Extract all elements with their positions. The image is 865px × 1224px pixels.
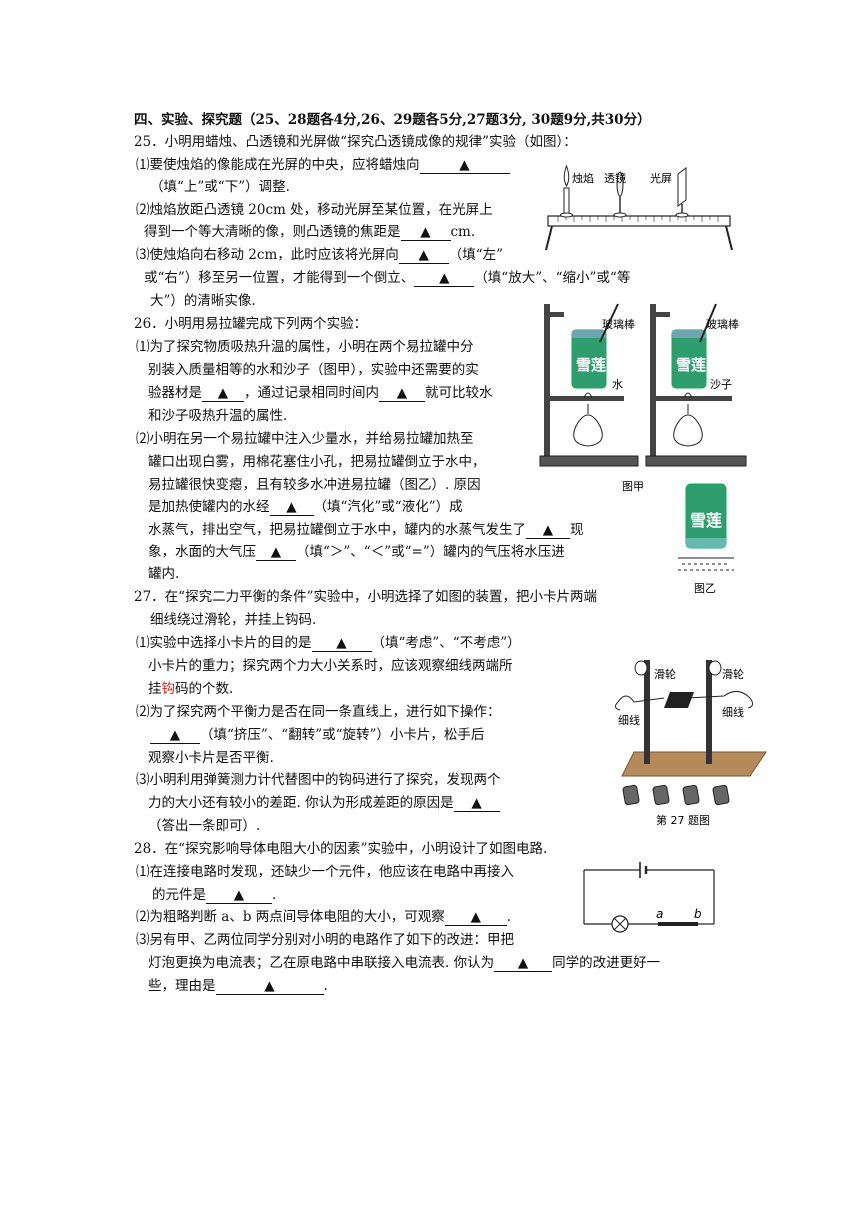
answer-blank[interactable]: ▲ [256,544,296,561]
q26-part2-line1: ⑵小明在另一个易拉罐中注入少量水，并给易拉罐加热至 [136,431,474,447]
rod-label-left: 玻璃棒 [602,317,635,331]
q28-part1-line2: 的元件是▲. [152,887,277,904]
answer-blank[interactable]: ▲ [526,522,570,539]
section-title: 四、实验、探究题（25、28题各4分,26、29题各5分,27题3分, 30题9… [134,112,651,128]
pulley-left-label: 滑轮 [654,667,676,681]
q26-part2-line5: 水蒸气，排出空气，把易拉罐倒立于水中，罐内的水蒸气发生了▲现 [148,522,584,539]
string-left-label: 细线 [618,713,640,727]
can-label-left: 雪莲 [576,356,606,374]
q26-part2-line6: 象，水面的大气压▲（填“＞”、“＜”或“=”）罐内的气压将水压进 [148,544,565,561]
q26-part1-line2: 别装入质量相等的水和沙子（图甲），实验中还需要的实 [148,362,479,378]
rod-label-right: 玻璃棒 [706,317,739,331]
two-force-balance-figure: 滑轮 滑轮 细线 细线 第 27 题图 [614,660,767,827]
answer-blank[interactable]: ▲ [202,385,244,402]
q28-part3-line1: ⑶另有甲、乙两位同学分别对小明的电路作了如下的改进：甲把 [136,932,514,948]
q26-part1-line1: ⑴为了探究物质吸热升温的属性，小明在两个易拉罐中分 [136,339,474,355]
answer-blank[interactable]: ▲ [379,385,425,402]
answer-blank[interactable]: ▲ [419,157,510,174]
pulley-right-icon [708,660,722,676]
candle-label: 烛焰 [572,171,594,185]
answer-blank[interactable]: ▲ [206,887,272,904]
q27-stem-line2: 细线绕过滑轮，并挂上钩码. [150,612,317,628]
figure-a-caption: 图甲 [622,480,644,493]
q27-part2-line3: 观察小卡片是否平衡. [148,750,274,766]
lens-label: 透镜 [604,171,626,185]
q25-part3-line2: 或“右”）移至另一位置，才能得到一个倒立、▲（填“放大”、“缩小”或“等 [144,270,631,287]
sand-label: 沙子 [710,378,732,391]
answer-blank[interactable]: ▲ [414,270,475,287]
q26-part1-line4: 和沙子吸热升温的属性. [148,408,288,424]
q25-part3-line3: 大”）的清晰实像. [150,293,256,309]
q27-part1-line2: 小卡片的重力；探究两个力大小关系时，应该观察细线两端所 [148,658,513,674]
q26-part2-line7: 罐内. [148,566,180,582]
answer-blank[interactable]: ▲ [444,909,507,926]
answer-blank[interactable]: ▲ [494,955,553,972]
q28-part1-line1: ⑴在连接电路时发现，还缺少一个元件，他应该在电路中再接入 [136,864,514,880]
q27-part3-line1: ⑶小明利用弹簧测力计代替图中的钩码进行了探究，发现两个 [136,772,501,788]
can-label-b: 雪莲 [690,511,722,530]
q28-part3-line3: 些，理由是▲. [148,978,328,995]
water-label: 水 [612,378,623,391]
screen-label: 光屏 [650,171,672,185]
can-label-right: 雪莲 [676,356,706,374]
small-card-icon [664,692,694,708]
figure-b-caption: 图乙 [694,582,716,595]
answer-blank[interactable]: ▲ [311,635,372,652]
q27-part3-line3: （答出一条即可）. [148,818,261,834]
q27-part1-line1: ⑴实验中选择小卡片的目的是▲（填“考虑”、“不考虑”） [136,635,521,652]
bulb-icon [611,915,629,933]
q25-stem: 25．小明用蜡烛、凸透镜和光屏做“探究凸透镜成像的规律”实验（如图）： [134,134,577,150]
candle-icon [560,164,573,218]
answer-blank[interactable]: ▲ [400,224,451,241]
q28-part2-line1: ⑵为粗略判断 a、b 两点间导体电阻的大小，可观察▲. [136,909,512,926]
answer-blank[interactable]: ▲ [150,727,200,744]
inverted-can-figure: 雪莲 图乙 [678,483,734,595]
conductor-ab [658,922,698,926]
answer-blank[interactable]: ▲ [269,499,314,516]
q27-stem-line1: 27．在“探究二力平衡的条件”实验中，小明选择了如图的装置，把小卡片两端 [134,589,597,605]
hook-weights-icon [622,784,730,806]
circuit-figure: a b [583,862,715,933]
lens-icon [613,171,627,218]
point-a-label: a [656,907,663,921]
q27-figure-caption: 第 27 题图 [656,813,710,827]
optical-bench-figure: 烛焰 透镜 光屏 [545,164,733,251]
q27-part3-line2: 力的大小还有较小的差距. 你认为形成差距的原因是▲ [148,793,500,813]
answer-blank[interactable]: ▲ [453,795,500,812]
screen-icon [675,167,689,218]
bench-rail [545,215,733,251]
q26-stem: 26．小明用易拉罐完成下列两个实验： [134,316,368,332]
pulley-left-icon [634,660,648,676]
q25-part2-line1: ⑵烛焰放距凸透镜 20cm 处，移动光屏至某位置，在光屏上 [136,202,493,218]
pulley-right-label: 滑轮 [722,667,744,681]
can-heating-figure: 雪莲 雪莲 玻璃棒 玻璃棒 水 沙子 图甲 [539,303,747,493]
q26-part2-line3: 易拉罐很快变瘪，且有较多水冲进易拉罐（图乙）. 原因 [148,477,481,493]
q26-part2-line2: 罐口出现白雾，用棉花塞住小孔，把易拉罐倒立于水中， [148,454,486,470]
q25-part1-line1: ⑴要使烛焰的像能成在光屏的中央，应将蜡烛向▲ [136,155,510,175]
q25-part2-line2: 得到一个等大清晰的像，则凸透镜的焦距是▲cm. [144,224,476,241]
q27-part2-line1: ⑵为了探究两个平衡力是否在同一条直线上，进行如下操作： [136,704,501,720]
stand-left: 雪莲 [539,303,639,467]
q28-part3-line2: 灯泡更换为电流表；乙在原电路中串联接入电流表. 你认为▲同学的改进更好一 [148,955,661,972]
answer-blank[interactable]: ▲ [398,247,449,264]
q27-part2-line2: ▲（填“挤压”、“翻转”或“旋转”）小卡片，松手后 [150,725,484,745]
q25-part3-line1: ⑶使烛焰向右移动 2cm，此时应该将光屏向▲（填“左” [136,247,504,264]
stand-right: 雪莲 [645,303,747,467]
q27-part1-line3: 挂钩码的个数. [148,681,234,697]
q26-part2-line4: 是加热使罐内的水经▲（填“汽化”或“液化”）成 [148,499,463,516]
answer-blank[interactable]: ▲ [215,978,324,995]
point-b-label: b [694,907,702,921]
q26-part1-line3: 验器材是▲，通过记录相同时间内▲就可比较水 [148,385,493,402]
q25-part1-line2: （填“上”或“下”）调整. [150,179,290,195]
string-right-label: 细线 [722,705,744,719]
q28-stem: 28．在“探究影响导体电阻大小的因素”实验中，小明设计了如图电路. [134,841,548,857]
